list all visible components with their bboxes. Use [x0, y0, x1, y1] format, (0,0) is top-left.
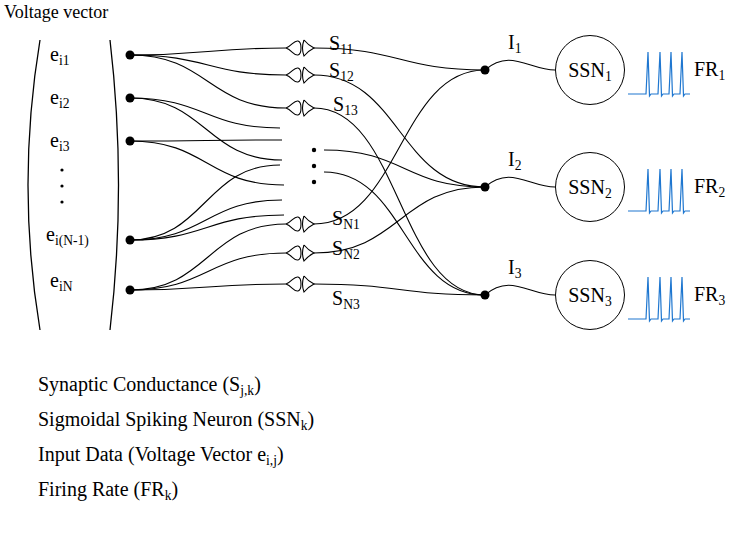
- wire: [130, 48, 286, 55]
- neuron-circle: SSN3: [555, 260, 625, 330]
- neuron-label: SSN1: [568, 59, 612, 82]
- bracket-right: [110, 40, 119, 330]
- ellipsis-dot: [60, 184, 63, 187]
- wire: [314, 108, 485, 295]
- neuron-circle: SSN1: [555, 35, 625, 105]
- legend-note: Input Data (Voltage Vector ei,j): [38, 442, 284, 466]
- synapse-spine: [303, 245, 315, 261]
- firing-rate-label: FR3: [694, 282, 725, 306]
- wire: [324, 172, 485, 295]
- wire: [314, 70, 485, 224]
- synapse-label: SN3: [332, 286, 360, 310]
- wire: [324, 150, 485, 187]
- vector-entry: ei1: [50, 42, 69, 66]
- bracket-left: [28, 40, 40, 330]
- firing-rate-label: FR1: [694, 57, 725, 81]
- current-label: I1: [508, 30, 521, 54]
- terminal-dot: [481, 291, 490, 300]
- spike-train: [628, 169, 690, 213]
- neuron-input-wire: [485, 285, 555, 295]
- vector-entry: eiN: [50, 268, 72, 292]
- wire: [130, 98, 282, 160]
- synapse-label: S13: [333, 92, 358, 116]
- firing-rate-label: FR2: [694, 174, 725, 198]
- synapse-label: S12: [329, 58, 354, 82]
- synapse-terminal: [286, 101, 301, 115]
- terminal-dot: [126, 51, 135, 60]
- wire: [130, 200, 282, 240]
- legend-note: Synaptic Conductance (Sj,k): [38, 372, 261, 396]
- wire: [130, 284, 286, 290]
- terminal-dot: [126, 286, 135, 295]
- terminal-dot: [126, 94, 135, 103]
- terminal-dot: [481, 183, 490, 192]
- synapse-terminal: [286, 246, 301, 260]
- current-label: I2: [508, 147, 521, 171]
- wire: [130, 55, 286, 75]
- synapse-terminal: [286, 68, 301, 82]
- synapse-spine: [303, 67, 315, 83]
- vector-entry: ei3: [50, 128, 69, 152]
- neuron-input-wire: [485, 60, 555, 70]
- wire: [130, 224, 286, 290]
- spike-train: [628, 277, 690, 321]
- terminal-dot: [126, 236, 135, 245]
- title-label: Voltage vector: [4, 2, 108, 24]
- synapse-label: SN1: [332, 206, 360, 230]
- neuron-label: SSN3: [568, 284, 612, 307]
- synapse-terminal: [286, 217, 301, 231]
- wire: [130, 215, 284, 240]
- synapse-spine: [303, 216, 315, 232]
- neuron-label: SSN2: [568, 176, 612, 199]
- neuron-circle: SSN2: [555, 152, 625, 222]
- synapse-spine: [303, 100, 315, 116]
- terminal-dot: [481, 66, 490, 75]
- ellipsis-dot: [312, 148, 316, 152]
- current-label: I3: [508, 255, 521, 279]
- synapse-terminal: [286, 277, 301, 291]
- ellipsis-dot: [60, 168, 63, 171]
- ellipsis-dot: [312, 180, 316, 184]
- vector-entry: ei2: [50, 85, 69, 109]
- synapse-spine: [303, 40, 315, 56]
- wire: [130, 253, 286, 290]
- terminal-dot: [126, 137, 135, 146]
- legend-note: Sigmoidal Spiking Neuron (SSNk): [38, 407, 314, 431]
- wire: [130, 141, 284, 185]
- synapse-spine: [303, 276, 315, 292]
- synapse-label: S11: [329, 31, 353, 55]
- wire: [130, 165, 280, 240]
- ellipsis-dot: [60, 200, 63, 203]
- wire: [130, 98, 280, 128]
- ellipsis-dot: [312, 164, 316, 168]
- wire: [314, 75, 485, 187]
- synapse-label: SN2: [332, 236, 360, 260]
- wire: [130, 140, 282, 141]
- synapse-terminal: [286, 41, 301, 55]
- neuron-input-wire: [485, 177, 555, 187]
- spike-train: [628, 52, 690, 96]
- vector-entry: ei(N-1): [46, 222, 89, 246]
- legend-note: Firing Rate (FRk): [38, 477, 178, 501]
